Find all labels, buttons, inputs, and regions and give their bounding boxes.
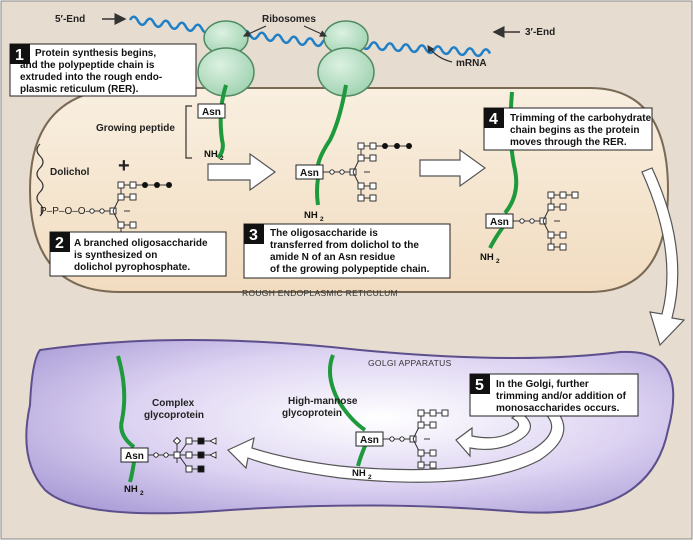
oligosaccharide-on-dolichol bbox=[89, 181, 172, 241]
svg-text:Asn: Asn bbox=[202, 107, 221, 118]
asn-box-1: Asn bbox=[197, 103, 226, 119]
rer-caption: ROUGH ENDOPLASMIC RETICULUM bbox=[242, 288, 398, 298]
step-2-callout: 2 A branched oligosaccharide is synthesi… bbox=[49, 231, 227, 277]
svg-text:Asn: Asn bbox=[490, 217, 509, 228]
peptide-chain-2 bbox=[316, 84, 348, 166]
ribosome-pointer-right bbox=[303, 25, 328, 37]
step-1-line-1: Protein synthesis begins, bbox=[35, 48, 156, 59]
step-3-callout: 3 The oligosaccharide is transferred fro… bbox=[243, 223, 451, 279]
dolichol-label: Dolichol bbox=[50, 167, 90, 178]
step-4-line-3: moves through the RER. bbox=[510, 137, 627, 148]
step-4-callout: 4 Trimming of the carbohydrate chain beg… bbox=[483, 107, 653, 151]
step-1-line-4: plasmic reticulum (RER). bbox=[20, 84, 139, 95]
flow-arrow-2 bbox=[419, 148, 487, 188]
peptide-chain-complex bbox=[116, 355, 136, 449]
highmannose-label-line1: High-mannose bbox=[288, 396, 358, 407]
step-4-line-2: chain begins as the protein bbox=[510, 125, 639, 136]
highmannose-label-line2: glycoprotein bbox=[282, 408, 342, 419]
dolichol-squiggle bbox=[36, 143, 44, 217]
svg-text:NH: NH bbox=[480, 252, 494, 263]
step-2-line-3: dolichol pyrophosphate. bbox=[74, 262, 190, 273]
svg-text:Asn: Asn bbox=[360, 435, 379, 446]
nh2-label-3: NH 2 bbox=[480, 252, 500, 265]
flow-arrow-rer-to-golgi bbox=[641, 167, 686, 347]
svg-text:2: 2 bbox=[496, 258, 500, 265]
growing-peptide-bracket bbox=[185, 105, 192, 159]
asn-box-complex: Asn bbox=[120, 447, 149, 463]
step-5-line-1: In the Golgi, further bbox=[496, 379, 589, 390]
ribosome-pointer-left bbox=[242, 25, 267, 37]
plus-sign: + bbox=[118, 155, 130, 177]
flow-arrow-golgi-small bbox=[455, 411, 531, 458]
svg-text:2: 2 bbox=[320, 216, 324, 223]
complex-label-line2: glycoprotein bbox=[144, 410, 204, 421]
step-2-line-1: A branched oligosaccharide bbox=[74, 238, 208, 249]
oligosaccharide-highmannose bbox=[383, 409, 449, 469]
step-1-callout: 1 Protein synthesis begins, and the poly… bbox=[9, 43, 197, 97]
step-3-line-4: of the growing polypeptide chain. bbox=[270, 264, 430, 275]
complex-label-line1: Complex bbox=[152, 398, 195, 409]
oligosaccharide-complex bbox=[148, 436, 217, 473]
step-3-line-3: amide N of an Asn residue bbox=[270, 252, 396, 263]
step-1-line-2: and the polypeptide chain is bbox=[20, 60, 155, 71]
dolichol-pyrophosphate-chain: P–P–O–O– bbox=[40, 206, 92, 217]
ribosomes-label: Ribosomes bbox=[262, 14, 316, 25]
step-1-number: 1 bbox=[15, 47, 24, 64]
step-5-callout: 5 In the Golgi, further trimming and/or … bbox=[469, 373, 639, 417]
asn-box-3: Asn bbox=[485, 213, 514, 229]
peptide-chain-1 bbox=[216, 84, 228, 160]
step-5-line-2: trimming and/or addition of bbox=[496, 391, 627, 402]
asn-box-2: Asn bbox=[295, 164, 324, 180]
svg-text:Asn: Asn bbox=[125, 451, 144, 462]
step-5-line-3: monosaccharides occurs. bbox=[496, 403, 620, 414]
step-2-line-2: is synthesized on bbox=[74, 250, 157, 261]
svg-text:NH: NH bbox=[304, 210, 318, 221]
ribosome-left bbox=[197, 20, 255, 97]
peptide-chain-highmannose bbox=[327, 354, 367, 432]
flow-arrow-golgi-large bbox=[226, 399, 565, 483]
step-3-number: 3 bbox=[249, 227, 258, 244]
step-3-line-1: The oligosaccharide is bbox=[270, 228, 378, 239]
peptide-chain-highmannose-lower bbox=[356, 445, 367, 467]
growing-peptide-label: Growing peptide bbox=[96, 123, 175, 134]
nh2-label-highmannose: NH 2 bbox=[352, 468, 372, 481]
three-prime-label: 3′-End bbox=[525, 27, 555, 38]
svg-text:NH: NH bbox=[204, 149, 218, 160]
step-2-number: 2 bbox=[55, 235, 64, 252]
nh2-label-1: NH 2 bbox=[204, 149, 224, 162]
svg-text:2: 2 bbox=[368, 474, 372, 481]
five-prime-label: 5′-End bbox=[55, 14, 85, 25]
svg-text:NH: NH bbox=[124, 484, 138, 495]
peptide-chain-2-lower bbox=[315, 177, 320, 206]
mrna-pointer bbox=[427, 45, 453, 63]
asn-box-highmannose: Asn bbox=[355, 431, 384, 447]
nh2-label-2: NH 2 bbox=[304, 210, 324, 223]
peptide-chain-complex-lower bbox=[128, 461, 136, 483]
nh2-label-complex: NH 2 bbox=[124, 484, 144, 497]
ribosome-right bbox=[317, 20, 375, 97]
peptide-chain-3-lower bbox=[488, 225, 505, 249]
golgi-caption: GOLGI APPARATUS bbox=[368, 358, 452, 368]
step-4-line-1: Trimming of the carbohydrate bbox=[510, 113, 652, 124]
step-4-number: 4 bbox=[489, 111, 498, 128]
oligosaccharide-trimmed bbox=[513, 191, 579, 251]
flow-arrow-1 bbox=[207, 152, 277, 192]
svg-text:NH: NH bbox=[352, 468, 366, 479]
oligosaccharide-on-asn bbox=[323, 142, 412, 202]
svg-text:Asn: Asn bbox=[300, 168, 319, 179]
step-1-line-3: extruded into the rough endo- bbox=[20, 72, 162, 83]
step-3-line-2: transferred from dolichol to the bbox=[270, 240, 419, 251]
step-5-number: 5 bbox=[475, 377, 484, 394]
mrna-label: mRNA bbox=[456, 58, 487, 69]
svg-text:2: 2 bbox=[140, 490, 144, 497]
svg-text:2: 2 bbox=[220, 155, 224, 162]
